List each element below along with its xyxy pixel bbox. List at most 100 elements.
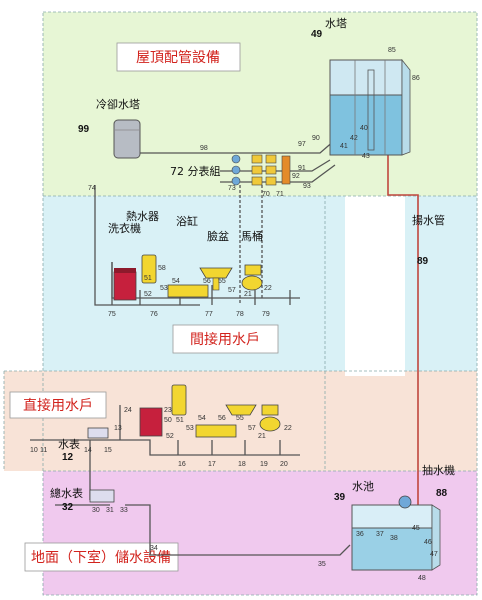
cooling-tower: [113, 119, 141, 159]
direct-title: 直接用水戶: [23, 397, 93, 414]
pn-dir-4: 14: [84, 447, 92, 454]
ground-pool: [351, 495, 441, 571]
riser-pipe-num: 89: [417, 256, 429, 267]
pn-dir-1: 10: [30, 447, 38, 454]
pn-dir-18: 56: [218, 415, 226, 422]
pn-dir-10: 20: [280, 461, 288, 468]
pn-roof-1: 86: [412, 75, 420, 82]
pn-dir-8: 18: [238, 461, 246, 468]
pump-num: 88: [436, 488, 448, 499]
pn-dir-21: 22: [284, 425, 292, 432]
pn-meter-1: 70: [262, 191, 270, 198]
pn-dir-6: 16: [178, 461, 186, 468]
pump-label: 抽水機: [422, 463, 455, 477]
part-numbers-roof: 85 86 97 98 90 91 93 40 41 42 43: [200, 47, 420, 190]
riser-pipe: [387, 150, 419, 510]
cooling-tower-label: 冷卻水塔: [96, 98, 140, 111]
part-numbers-basement: 30 31 33 34 35 36 37 38 45 46 47 48: [92, 507, 438, 582]
pn-dir-5: 15: [104, 447, 112, 454]
pn-meter-8: 78: [236, 311, 244, 318]
pn-ind-3: 53: [160, 285, 168, 292]
indirect-heater: [141, 254, 157, 284]
meter-group: [231, 154, 291, 186]
pn-roof-0: 85: [388, 47, 396, 54]
pn-bs-5: 36: [356, 531, 364, 538]
pool-num: 39: [334, 492, 346, 503]
pn-bs-1: 31: [106, 507, 114, 514]
pn-bs-6: 37: [376, 531, 384, 538]
pn-bs-0: 30: [92, 507, 100, 514]
pn-ind-1: 51: [144, 275, 152, 282]
pn-dir-9: 19: [260, 461, 268, 468]
pn-dir-17: 55: [236, 415, 244, 422]
direct-bathtub: [195, 424, 237, 438]
cooling-tower-num: 99: [78, 124, 90, 135]
main-meter-icon: [89, 489, 115, 503]
riser-lane: [345, 196, 405, 376]
pn-meter-9: 79: [262, 311, 270, 318]
section-borders: [3, 11, 478, 596]
pn-dir-20: 21: [258, 433, 266, 440]
bathtub-label: 浴缸: [176, 214, 198, 228]
direct-basin: [225, 404, 257, 416]
meter-group-label: 72 分表組: [170, 164, 221, 178]
pn-ind-2: 52: [144, 291, 152, 298]
indirect-toilet: [241, 264, 263, 291]
pn-bs-7: 38: [390, 535, 398, 542]
toilet-label: 馬桶: [241, 229, 263, 243]
direct-washer: [139, 407, 163, 437]
pn-roof-2: 97: [298, 141, 306, 148]
pn-dir-13: 51: [176, 417, 184, 424]
direct-section-bg: [4, 371, 477, 471]
pn-ind-9: 22: [264, 285, 272, 292]
pn-roof-7: 40: [360, 125, 368, 132]
pn-bs-3: 34: [150, 545, 158, 552]
indirect-washer: [113, 268, 137, 301]
heater-label: 熱水器: [126, 210, 159, 223]
main-meter-num: 32: [62, 502, 74, 513]
pn-bs-4: 35: [318, 561, 326, 568]
pn-dir-3: 13: [114, 425, 122, 432]
pn-bs-8: 45: [412, 525, 420, 532]
basement-title-box: [24, 542, 179, 572]
indirect-title-box: [172, 324, 279, 354]
pn-dir-19: 57: [248, 425, 256, 432]
pn-roof-5: 91: [298, 165, 306, 172]
pn-meter-6: 76: [150, 311, 158, 318]
washer-label: 洗衣機: [108, 221, 141, 235]
pn-bs-11: 48: [418, 575, 426, 582]
roof-water-tank: [329, 58, 411, 156]
pn-ind-6: 56: [203, 278, 211, 285]
pn-meter-3: 92: [292, 173, 300, 180]
roof-tower-label: 水塔: [325, 17, 347, 30]
roof-title-box: [116, 42, 241, 72]
pn-meter-4: 74: [88, 185, 96, 192]
pn-ind-8: 21: [244, 291, 252, 298]
pn-dir-14: 52: [166, 433, 174, 440]
pn-dir-15: 53: [186, 425, 194, 432]
direct-title-box: [9, 391, 107, 419]
basement-title: 地面（下室）儲水設備: [31, 549, 171, 566]
main-meter-label: 總水表: [50, 486, 83, 500]
pn-dir-11: 23: [164, 407, 172, 414]
roof-tower-num: 49: [311, 29, 323, 40]
water-meter-label: 水表: [58, 437, 80, 451]
pn-meter-2: 71: [276, 191, 284, 198]
indirect-bathtub: [167, 284, 209, 298]
pn-bs-2: 33: [120, 507, 128, 514]
pn-roof-6: 93: [303, 183, 311, 190]
pool-label: 水池: [352, 480, 374, 493]
pn-roof-9: 42: [350, 135, 358, 142]
water-meter-num: 12: [62, 452, 74, 463]
pn-roof-3: 98: [200, 145, 208, 152]
pn-dir-7: 17: [208, 461, 216, 468]
pn-dir-12: 50: [164, 417, 172, 424]
pn-meter-0: 73: [228, 185, 236, 192]
direct-toilet: [259, 404, 281, 432]
pn-dir-2: 11: [40, 447, 47, 454]
pn-ind-4: 54: [172, 278, 180, 285]
pn-meter-7: 77: [205, 311, 213, 318]
pn-roof-10: 43: [362, 153, 370, 160]
pn-bs-10: 47: [430, 551, 438, 558]
